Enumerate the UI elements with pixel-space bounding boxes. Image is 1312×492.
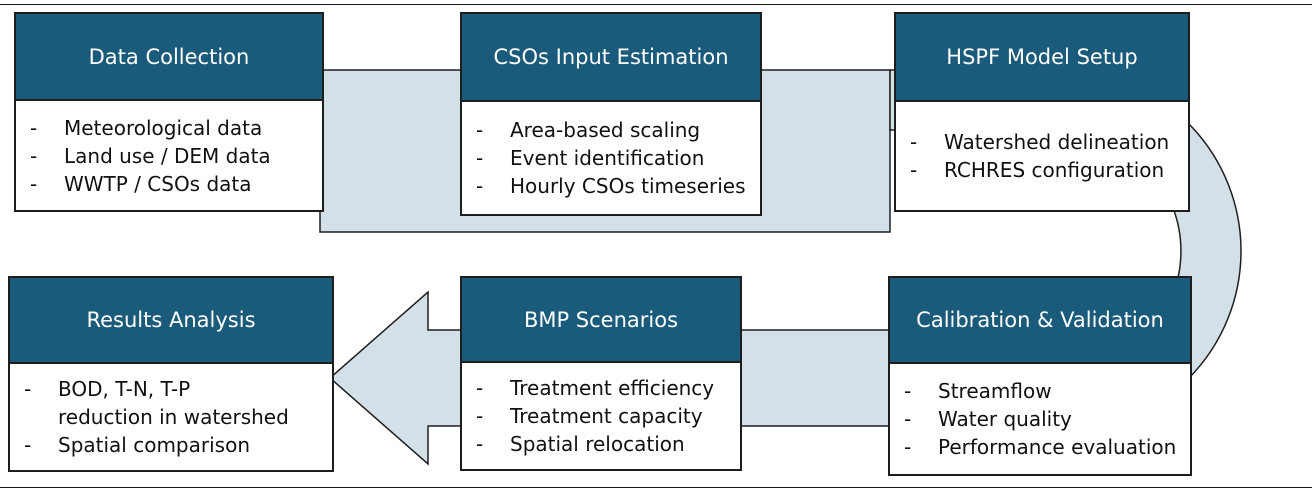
- box-items: - BOD, T-N, T-P reduction in watershed - S…: [10, 364, 332, 470]
- bullet-text: Land use / DEM data: [64, 143, 271, 168]
- list-item: - RCHRES configuration: [910, 156, 1188, 184]
- bullet-text: Area-based scaling: [510, 118, 701, 142]
- box-hspf-model-setup: HSPF Model Setup - Watershed delineation …: [894, 12, 1190, 212]
- bullet-text: Streamflow: [938, 379, 1052, 403]
- box-results-analysis: Results Analysis - BOD, T-N, T-P reductio…: [8, 276, 334, 472]
- bullet-dash: -: [30, 143, 38, 168]
- box-title: Data Collection: [16, 14, 322, 101]
- list-item: - Land use / DEM data: [30, 142, 322, 170]
- list-item: - Spatial comparison: [24, 431, 332, 459]
- list-item: - Event identification: [476, 144, 760, 172]
- box-data-collection: Data Collection - Meteorological data - La…: [14, 12, 324, 212]
- bullet-dash: -: [476, 118, 484, 142]
- bullet-text: Meteorological data: [64, 115, 263, 140]
- list-item: - Spatial relocation: [476, 430, 740, 458]
- bullet-dash: -: [476, 174, 484, 198]
- list-item: - Meteorological data: [30, 114, 322, 142]
- bullet-dash: -: [904, 379, 912, 403]
- bullet-dash: -: [910, 158, 918, 182]
- bullet-text: Hourly CSOs timeseries: [510, 174, 746, 198]
- bullet-dash: -: [476, 404, 484, 428]
- bullet-dash: -: [904, 407, 912, 431]
- bullet-dash: -: [910, 130, 918, 154]
- bullet-dash: -: [24, 377, 32, 401]
- list-item: - Watershed delineation: [910, 128, 1188, 156]
- bullet-text: Performance evaluation: [938, 435, 1177, 459]
- bullet-text: WWTP / CSOs data: [64, 171, 252, 196]
- list-item: - BOD, T-N, T-P reduction in watershed: [24, 375, 332, 431]
- box-items: - Streamflow - Water quality - Performance …: [890, 364, 1190, 474]
- box-items: - Treatment efficiency - Treatment capacit…: [462, 363, 740, 469]
- box-title: Calibration & Validation: [890, 278, 1190, 364]
- bullet-text: Spatial comparison: [58, 433, 250, 457]
- bullet-dash: -: [476, 376, 484, 400]
- list-item: - WWTP / CSOs data: [30, 170, 322, 198]
- box-items: - Area-based scaling - Event identificatio…: [462, 102, 760, 214]
- box-csos-input-estimation: CSOs Input Estimation - Area-based scalin…: [460, 12, 762, 216]
- bullet-dash: -: [476, 146, 484, 170]
- bullet-text: Watershed delineation: [944, 130, 1170, 154]
- box-items: - Watershed delineation - RCHRES configura…: [896, 102, 1188, 210]
- box-title: CSOs Input Estimation: [462, 14, 760, 102]
- bullet-text: Event identification: [510, 146, 705, 170]
- box-title: Results Analysis: [10, 278, 332, 364]
- box-items: - Meteorological data - Land use / DEM dat…: [16, 101, 322, 210]
- list-item: - Treatment efficiency: [476, 374, 740, 402]
- bullet-text: RCHRES configuration: [944, 158, 1165, 182]
- bullet-dash: -: [30, 115, 38, 140]
- box-bmp-scenarios: BMP Scenarios - Treatment efficiency - Tre…: [460, 276, 742, 471]
- bullet-text: Treatment efficiency: [510, 376, 715, 400]
- bullet-text: Water quality: [938, 407, 1072, 431]
- list-item: - Performance evaluation: [904, 433, 1190, 461]
- bullet-dash: -: [30, 171, 38, 196]
- list-item: - Streamflow: [904, 377, 1190, 405]
- box-title: HSPF Model Setup: [896, 14, 1188, 102]
- box-calibration-validation: Calibration & Validation - Streamflow - Wa…: [888, 276, 1192, 476]
- list-item: - Area-based scaling: [476, 116, 760, 144]
- bullet-text: Treatment capacity: [510, 404, 703, 428]
- list-item: - Treatment capacity: [476, 402, 740, 430]
- bullet-dash: -: [904, 435, 912, 459]
- box-title: BMP Scenarios: [462, 278, 740, 363]
- list-item: - Water quality: [904, 405, 1190, 433]
- list-item: - Hourly CSOs timeseries: [476, 172, 760, 200]
- bullet-dash: -: [476, 432, 484, 456]
- bullet-text: BOD, T-N, T-P reduction in watershed: [58, 377, 289, 429]
- diagram-frame: [0, 4, 1312, 488]
- bullet-text: Spatial relocation: [510, 432, 685, 456]
- bullet-dash: -: [24, 433, 32, 457]
